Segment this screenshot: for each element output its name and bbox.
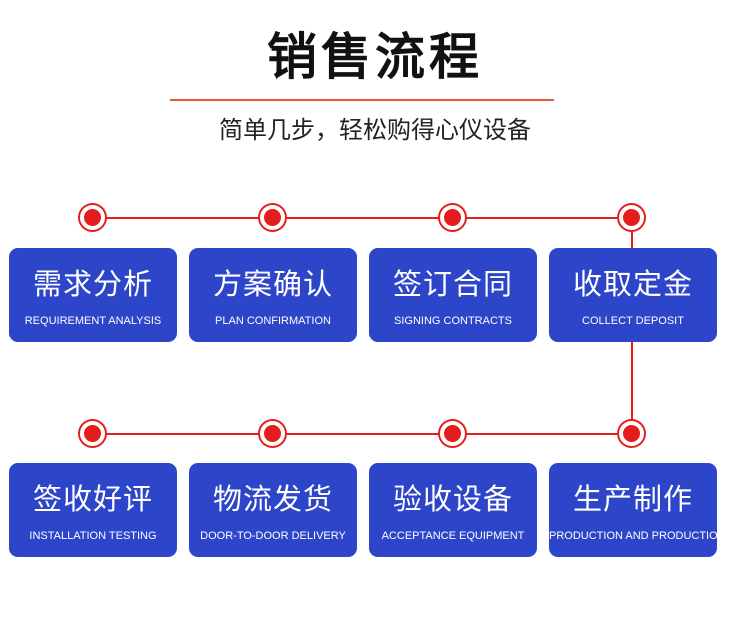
flow-node-dot [80, 421, 105, 446]
flow-node-dot [440, 205, 465, 230]
step-subtitle: ACCEPTANCE EQUIPMENT [381, 530, 525, 542]
flow-node-dot [80, 205, 105, 230]
step-requirement-analysis: 需求分析 REQUIREMENT ANALYSIS [9, 248, 177, 342]
step-subtitle: REQUIREMENT ANALYSIS [24, 315, 162, 327]
step-subtitle: COLLECT DEPOSIT [582, 315, 684, 327]
step-signing-contracts: 签订合同 SIGNING CONTRACTS [369, 248, 537, 342]
step-title: 物流发货 [212, 482, 333, 516]
flow-node-dot [619, 205, 644, 230]
flow-node-dot [260, 421, 285, 446]
title-divider [170, 99, 554, 101]
step-door-to-door-delivery: 物流发货 DOOR-TO-DOOR DELIVERY [189, 463, 357, 557]
step-installation-testing: 签收好评 INSTALLATION TESTING [9, 463, 177, 557]
step-title: 签收好评 [32, 482, 153, 516]
step-title: 收取定金 [572, 267, 693, 301]
step-collect-deposit: 收取定金 COLLECT DEPOSIT [549, 248, 717, 342]
step-subtitle: DOOR-TO-DOOR DELIVERY [200, 530, 346, 542]
step-subtitle: INSTALLATION TESTING [29, 530, 157, 542]
step-title: 需求分析 [32, 267, 153, 301]
step-subtitle: PLAN CONFIRMATION [215, 315, 331, 327]
step-plan-confirmation: 方案确认 PLAN CONFIRMATION [189, 248, 357, 342]
step-title: 方案确认 [212, 267, 333, 301]
step-acceptance-equipment: 验收设备 ACCEPTANCE EQUIPMENT [369, 463, 537, 557]
flow-node-dot [619, 421, 644, 446]
flow-node-dot [260, 205, 285, 230]
step-production: 生产制作 PRODUCTION AND PRODUCTION [549, 463, 726, 557]
step-subtitle: SIGNING CONTRACTS [394, 315, 512, 327]
step-title: 签订合同 [392, 267, 513, 301]
page-title: 销售流程 [267, 28, 483, 86]
page-subtitle: 简单几步，轻松购得心仪设备 [219, 116, 531, 144]
step-subtitle: PRODUCTION AND PRODUCTION [549, 530, 726, 542]
connector-line-row1 [92, 217, 633, 219]
connector-line-row2 [92, 433, 633, 435]
step-title: 验收设备 [392, 482, 513, 516]
flow-node-dot [440, 421, 465, 446]
step-title: 生产制作 [572, 482, 693, 516]
